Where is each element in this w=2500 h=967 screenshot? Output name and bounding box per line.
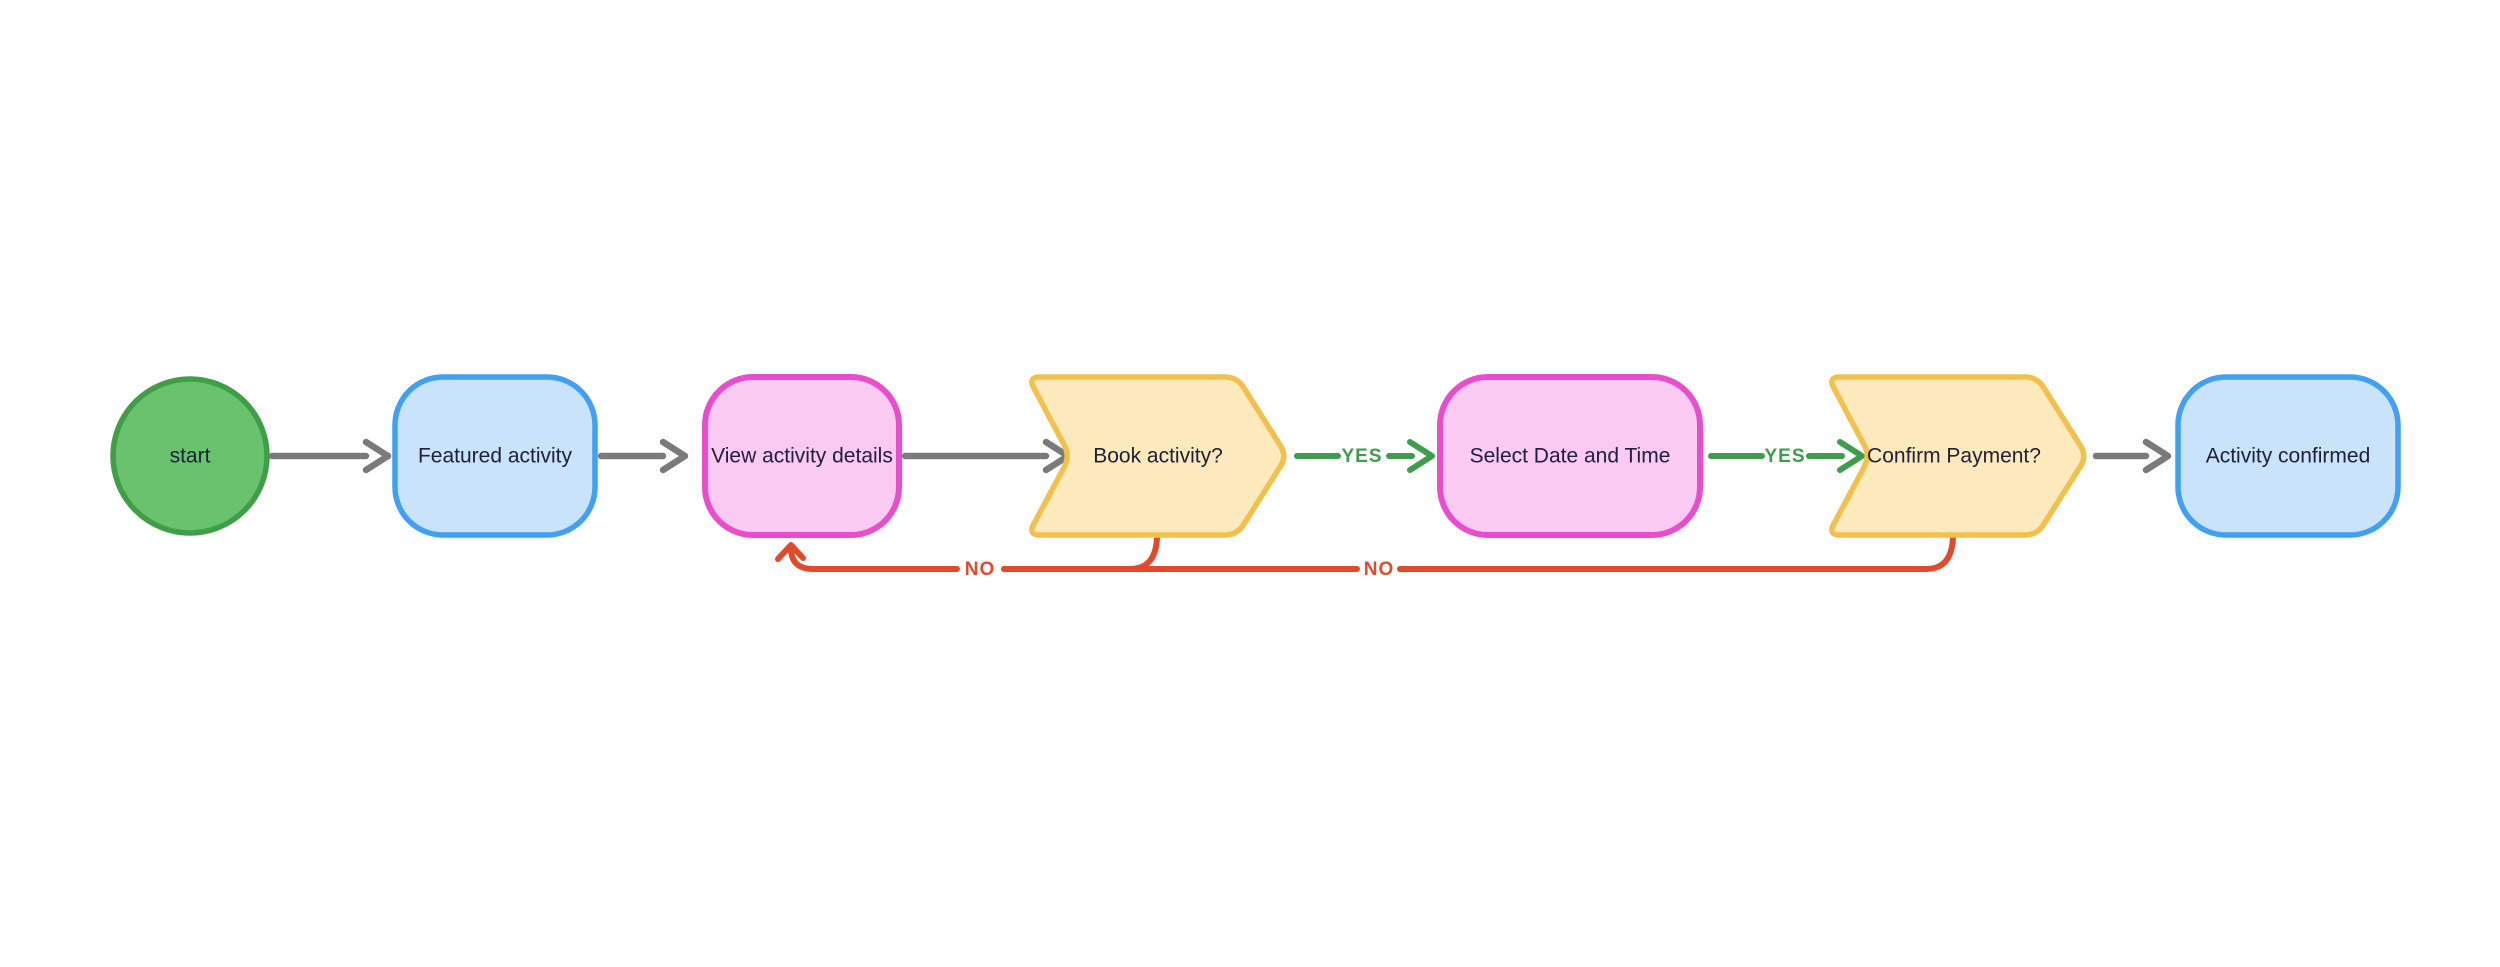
no-label-1: NO [965, 559, 996, 580]
node-activity-confirmed[interactable]: Activity confirmed [2175, 374, 2401, 538]
yes-label-1: YES [1341, 446, 1382, 467]
connector-yes-book-to-select: YES [1294, 439, 1435, 473]
arrow-head [2142, 438, 2172, 474]
connector-line [788, 545, 960, 572]
connector-payment-to-confirmed [2092, 438, 2172, 474]
arrow-head [775, 542, 806, 562]
select-date-time-box[interactable] [1437, 374, 1703, 538]
view-activity-details-label: View activity details [711, 445, 893, 468]
connector-no-return-arrow [775, 542, 960, 572]
arrow-head [1837, 439, 1865, 473]
select-date-time-label: Select Date and Time [1470, 445, 1671, 468]
node-start[interactable]: start [110, 376, 270, 536]
no-label-2: NO [1364, 559, 1395, 580]
node-select-date-time[interactable]: Select Date and Time [1437, 374, 1703, 538]
connector-start-to-featured [268, 438, 392, 474]
connector-yes-payment-to-end: YES [1708, 439, 1865, 473]
featured-activity-label: Featured activity [418, 445, 573, 468]
book-activity-label: Book activity? [1093, 445, 1223, 468]
start-circle[interactable] [110, 376, 270, 536]
arrow-head [362, 438, 392, 474]
node-confirm-payment-decision[interactable]: Confirm Payment? [1832, 377, 2084, 535]
node-featured-activity[interactable]: Featured activity [392, 374, 598, 538]
activity-confirmed-label: Activity confirmed [2206, 445, 2371, 468]
view-activity-details-box[interactable] [702, 374, 902, 538]
activity-confirmed-box[interactable] [2175, 374, 2401, 538]
connector-no-payment-to-view: NO [1001, 534, 1956, 580]
connector-line [1397, 534, 1956, 572]
start-label: start [170, 445, 211, 468]
featured-activity-box[interactable] [392, 374, 598, 538]
node-view-activity-details[interactable]: View activity details [702, 374, 902, 538]
connector-featured-to-view [597, 438, 689, 474]
node-book-activity-decision[interactable]: Book activity? [1032, 377, 1284, 535]
yes-label-2: YES [1764, 446, 1805, 467]
arrow-head [659, 438, 689, 474]
confirm-payment-label: Confirm Payment? [1867, 445, 2041, 468]
arrow-head [1407, 439, 1435, 473]
